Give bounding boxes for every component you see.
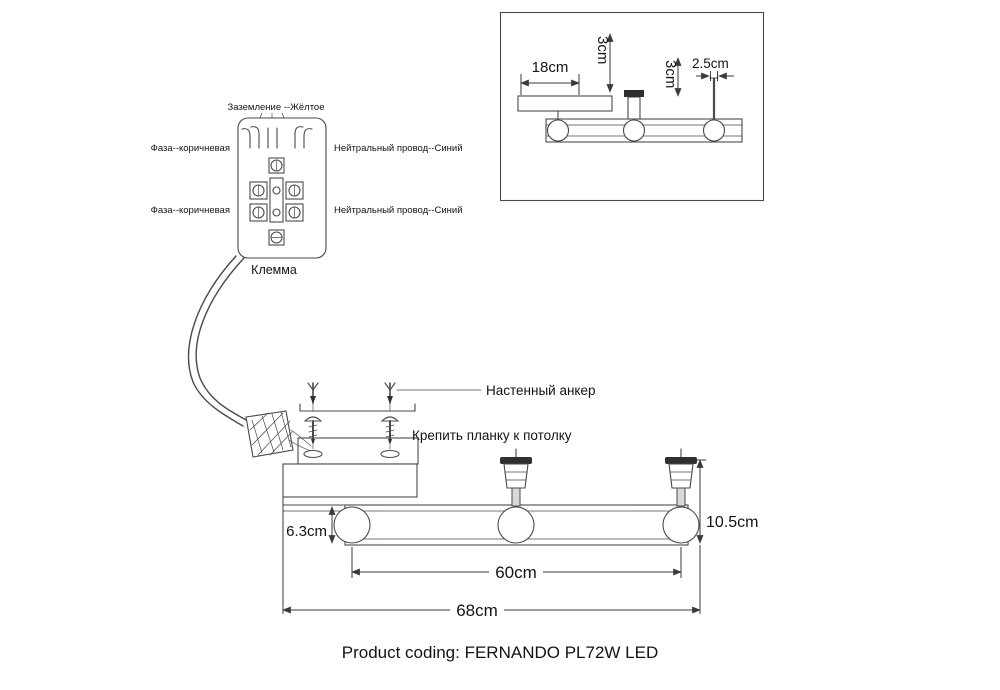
dim-3cm-top: 3cm xyxy=(594,33,614,93)
lamp-head xyxy=(665,448,697,507)
strip-label: Крепить планку к потолку xyxy=(412,428,572,443)
phase-label-bottom: Фаза--коричневая xyxy=(151,205,230,216)
dim-3cm-top-label: 3cm xyxy=(594,36,611,64)
dim-6-3cm-label: 6.3cm xyxy=(286,523,327,540)
dim-2-5cm: 2.5cm xyxy=(692,56,734,81)
dim-18cm-label: 18cm xyxy=(532,59,569,76)
lamp-head xyxy=(500,448,532,507)
lamp-stem-side xyxy=(627,96,641,120)
dim-10-5cm-label: 10.5cm xyxy=(706,514,758,531)
dim-10-5cm: 10.5cm xyxy=(696,459,758,614)
wiring-diagram: Заземление --Жёлтое Фаза--коричневая xyxy=(151,102,463,277)
dim-2-5cm-label: 2.5cm xyxy=(692,56,729,71)
screw-icon xyxy=(380,416,400,459)
strip-bracket xyxy=(299,403,416,412)
anchor-icon xyxy=(307,382,319,404)
terminal-label: Клемма xyxy=(251,263,297,277)
anchor-label: Настенный анкер xyxy=(486,383,596,398)
dim-6-3cm: 6.3cm xyxy=(286,506,336,544)
dim-60cm-label: 60cm xyxy=(495,563,537,582)
neutral-label-top: Нейтральный провод--Синий xyxy=(334,143,463,154)
neutral-label-bottom: Нейтральный провод--Синий xyxy=(334,205,463,216)
dim-3cm-stem: 3cm xyxy=(662,57,682,97)
cable xyxy=(187,255,249,427)
anchor-icon xyxy=(384,382,396,404)
mounting-strip-lower xyxy=(282,463,418,498)
lamp-cap-side xyxy=(624,90,644,97)
ball-joint xyxy=(662,506,700,544)
detail-inset: 18cm 3cm 3cm 2.5cm xyxy=(499,11,765,202)
ground-label: Заземление --Жёлтое xyxy=(227,102,324,113)
plate-hatch xyxy=(249,411,293,456)
dim-18cm: 18cm xyxy=(520,59,580,95)
screw-icon xyxy=(303,416,323,459)
mounting-assembly: Настенный анкер Крепить планку к потолку xyxy=(245,382,596,498)
mounting-plate xyxy=(245,410,294,458)
ball-joint xyxy=(546,119,570,142)
ball-joint xyxy=(622,119,646,142)
dim-3cm-stem-label: 3cm xyxy=(662,60,679,88)
product-coding: Product coding: FERNANDO PL72W LED xyxy=(342,643,659,662)
ceiling-strip-side xyxy=(517,95,613,112)
ball-joint xyxy=(702,119,726,142)
dim-68cm: 68cm xyxy=(282,497,701,620)
dim-68cm-label: 68cm xyxy=(456,601,498,620)
dim-60cm: 60cm xyxy=(351,547,682,582)
phase-label-top: Фаза--коричневая xyxy=(151,143,230,154)
ball-joint xyxy=(333,506,371,544)
ball-joint xyxy=(497,506,535,544)
